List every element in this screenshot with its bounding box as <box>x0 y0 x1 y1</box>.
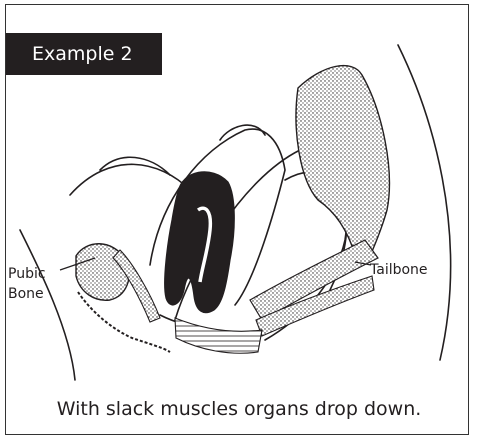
bladder-outline <box>100 157 170 175</box>
uterus-shape <box>165 172 235 313</box>
tailbone-label: Tailbone <box>370 260 428 280</box>
example-tag: Example 2 <box>6 33 162 75</box>
buttock-outline <box>20 230 75 380</box>
perineal-fringe <box>78 292 170 352</box>
abdomen-outline <box>70 164 190 195</box>
pubic-bone-label: Pubic Bone <box>8 264 68 304</box>
pelvic-floor-hatched <box>175 318 262 353</box>
back-outline <box>398 45 451 360</box>
tailbone-shape <box>296 66 389 266</box>
figure-caption: With slack muscles organs drop down. <box>0 398 478 420</box>
pubic-bone-label-text: Pubic Bone <box>8 266 46 302</box>
fallopian-tube <box>220 125 265 140</box>
